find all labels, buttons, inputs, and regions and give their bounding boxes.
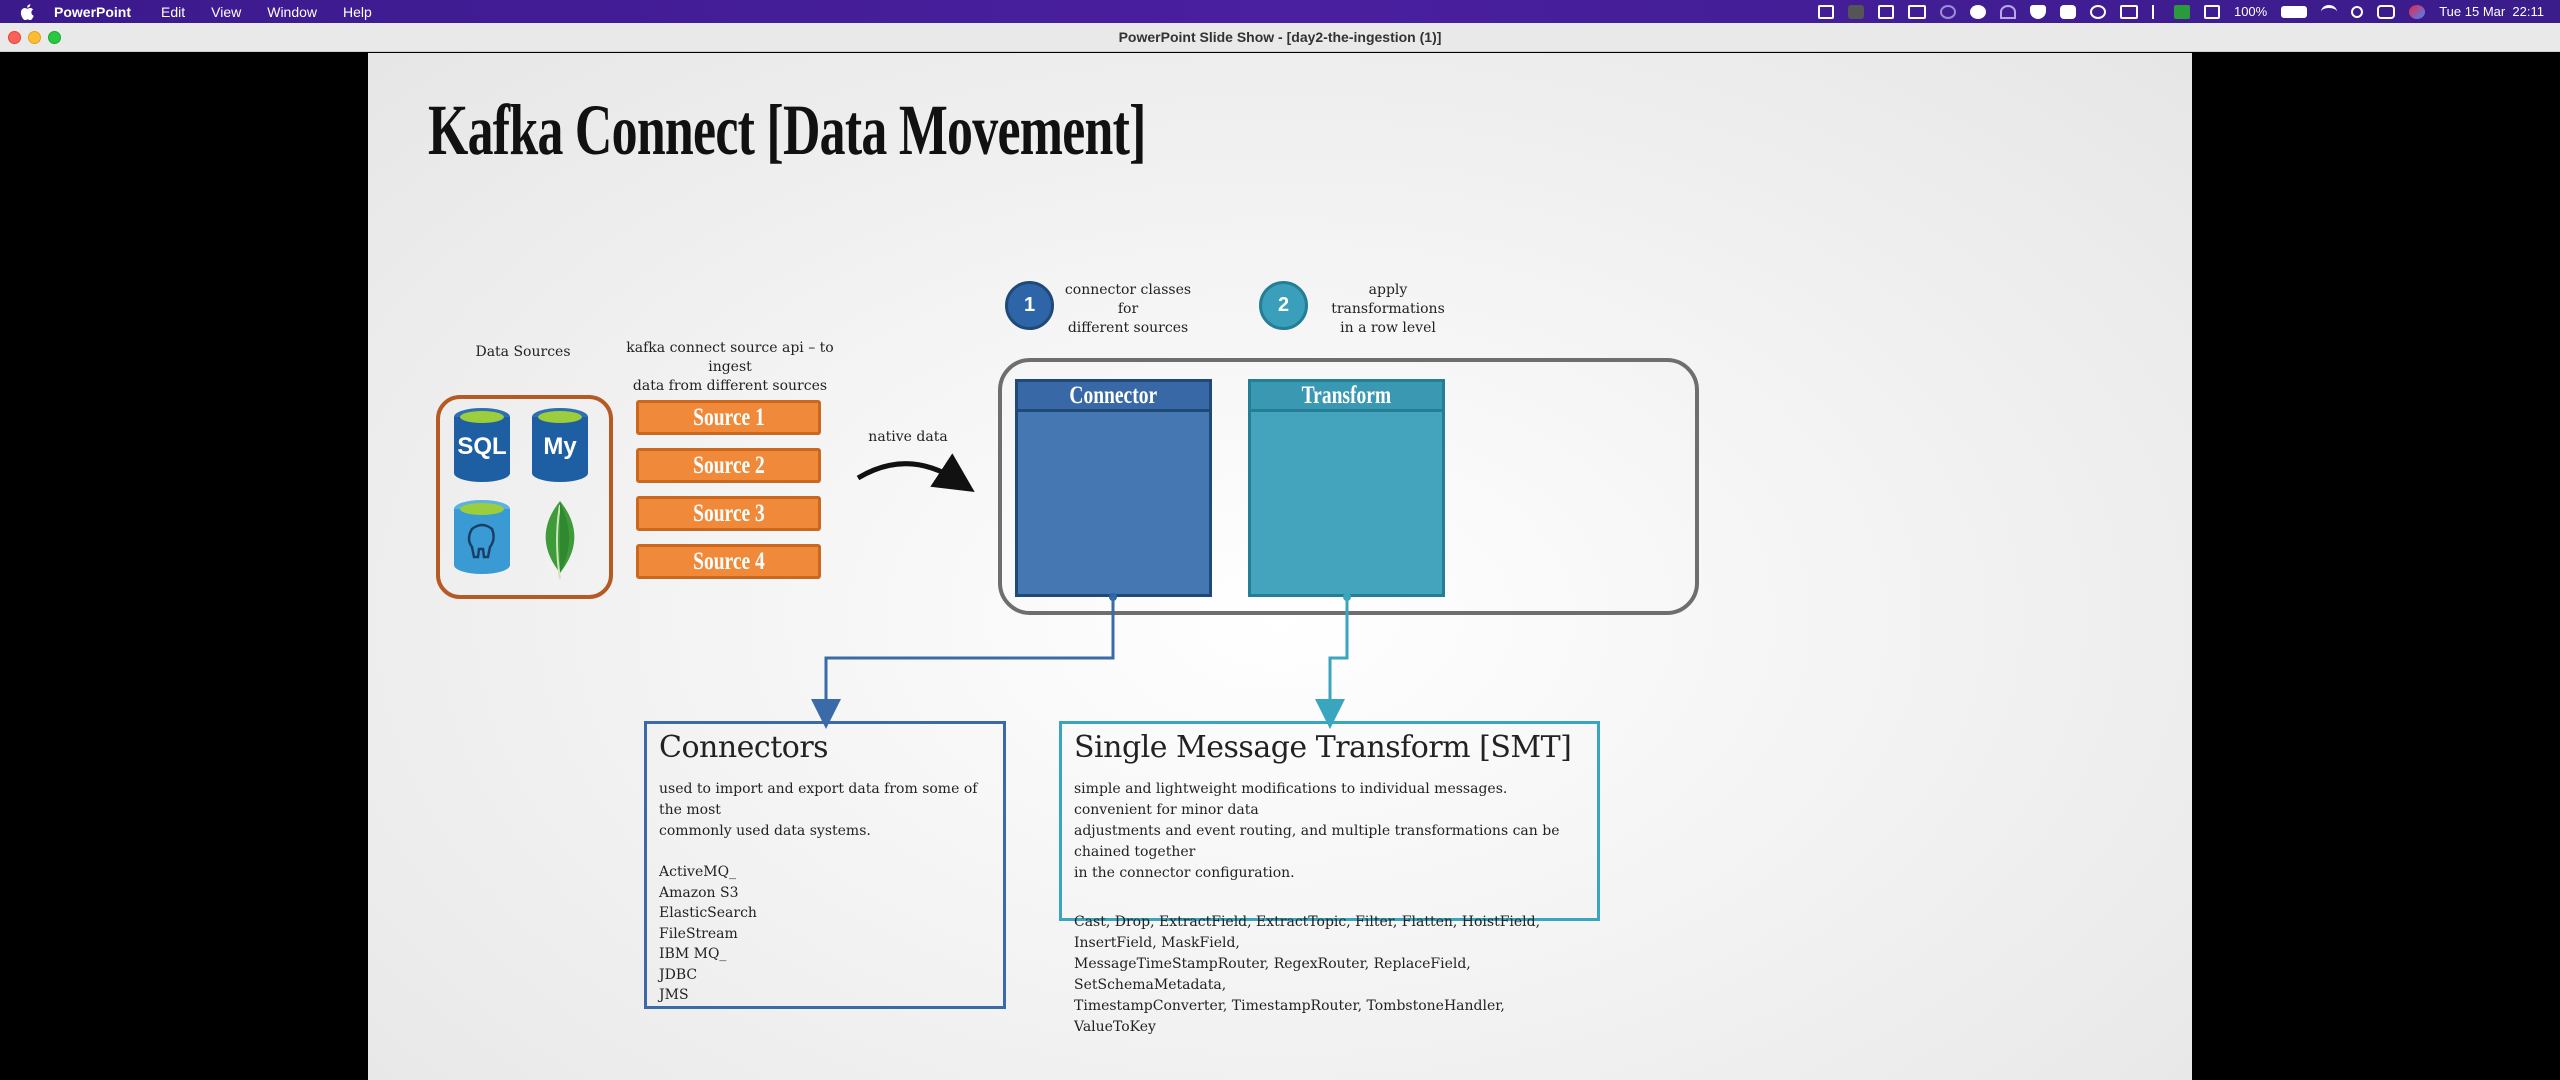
menu-bar: PowerPoint Edit View Window Help 100% Tu… [0, 0, 2560, 23]
smt-desc-line2: adjustments and event routing, and multi… [1074, 823, 1560, 860]
native-data-label: native data [868, 429, 948, 445]
play-circle-icon[interactable] [2089, 4, 2106, 19]
battery-icon[interactable] [2281, 5, 2308, 18]
source-1-button[interactable]: Source 1 [636, 400, 821, 435]
step-1-line2: different sources [1067, 320, 1189, 336]
window-titlebar: PowerPoint Slide Show - [day2-the-ingest… [0, 23, 2560, 52]
transform-header-label: Transform [1301, 381, 1392, 409]
display-icon[interactable] [1907, 4, 1926, 19]
data-sources-label: Data Sources [475, 344, 571, 360]
connector-header-label: Connector [1069, 381, 1158, 409]
transform-link-line [1315, 597, 1349, 729]
step-1-number: 1 [1023, 294, 1036, 316]
step-2-badge: 2 [1259, 281, 1308, 330]
flag-icon[interactable] [2173, 4, 2190, 19]
monitor-icon[interactable] [2119, 4, 2138, 19]
native-data-arrow [856, 453, 975, 493]
slide-title: Kafka Connect [Data Movement] [428, 90, 1146, 170]
data-sources-box: SQL My [436, 395, 613, 599]
smt-list-line3: TimestampConverter, TimestampRouter, Tom… [1074, 998, 1505, 1035]
smt-list-line1: Cast, Drop, ExtractField, ExtractTopic, … [1074, 914, 1541, 951]
headphones-icon[interactable] [1999, 4, 2016, 19]
step-1-badge: 1 [1005, 281, 1054, 330]
shield-icon[interactable] [2029, 4, 2046, 19]
window-title: PowerPoint Slide Show - [day2-the-ingest… [1118, 29, 1442, 45]
step-2-label: apply transformations in a row level [1313, 281, 1463, 338]
connector-link-line [811, 597, 1115, 729]
connectors-list: ActiveMQ_ Amazon S3 ElasticSearch FileSt… [659, 862, 991, 1006]
menu-help[interactable]: Help [343, 3, 372, 20]
smt-list-line2: MessageTimeStampRouter, RegexRouter, Rep… [1074, 956, 1471, 993]
mysql-database-icon: My [532, 407, 588, 483]
wifi-icon[interactable] [2321, 4, 2338, 19]
connector-item: JMS [659, 987, 689, 1003]
compass-icon[interactable] [1969, 4, 1986, 19]
connectors-title: Connectors [659, 730, 829, 765]
smt-info-box: Single Message Transform [SMT] simple an… [1059, 721, 1600, 1035]
menu-window[interactable]: Window [267, 3, 318, 20]
source-4-label: Source 4 [692, 547, 765, 575]
connector-item: FileStream [659, 925, 738, 942]
source-2-label: Source 2 [692, 451, 765, 479]
clock[interactable]: Tue 15 Mar 22:11 [2439, 4, 2544, 19]
step-2-line2: in a row level [1340, 320, 1436, 336]
sql-database-icon: SQL [454, 407, 510, 483]
moon-icon[interactable] [1939, 4, 1956, 19]
sql-label: SQL [457, 433, 507, 460]
connectors-desc-line2: commonly used data systems. [659, 823, 871, 839]
chat-icon[interactable] [2059, 4, 2076, 19]
bookmark-icon[interactable] [1877, 4, 1894, 19]
step-2-number: 2 [1277, 294, 1290, 316]
connectors-info-box: Connectors used to import and export dat… [644, 721, 1006, 1009]
app-status-icon[interactable] [1847, 4, 1864, 19]
source-api-label: kafka connect source api – to ingest dat… [620, 339, 840, 396]
connector-item: IBM MQ_ [659, 946, 727, 962]
siri-icon[interactable] [2409, 4, 2426, 19]
close-button[interactable] [8, 31, 21, 44]
menu-view[interactable]: View [211, 3, 242, 20]
connector-item: ActiveMQ_ [659, 864, 737, 880]
apple-icon[interactable] [18, 3, 36, 21]
connectors-desc-line1: used to import and export data from some… [659, 781, 978, 818]
zoom-button[interactable] [48, 31, 61, 44]
transform-header: Transform [1251, 382, 1442, 412]
menu-app-name[interactable]: PowerPoint [54, 3, 132, 20]
diagram-connectors [811, 453, 1351, 729]
step-1-line1: connector classes for [1064, 282, 1192, 317]
battery-percent: 100% [2233, 4, 2268, 19]
mongodb-leaf-icon [536, 499, 584, 585]
menu-edit[interactable]: Edit [161, 3, 186, 20]
mirror-icon[interactable] [2203, 4, 2220, 19]
screenshot-icon[interactable] [1817, 4, 1834, 19]
source-2-button[interactable]: Source 2 [636, 448, 821, 483]
smt-title: Single Message Transform [SMT] [1074, 730, 1572, 765]
smt-desc-line3: in the connector configuration. [1074, 865, 1295, 881]
source-1-label: Source 1 [692, 403, 765, 431]
mysql-label: My [543, 433, 577, 460]
step-2-line1: apply transformations [1331, 282, 1445, 317]
step-1-label: connector classes for different sources [1058, 281, 1198, 338]
connector-item: Amazon S3 [659, 884, 739, 901]
source-3-label: Source 3 [692, 499, 765, 527]
source-4-button[interactable]: Source 4 [636, 544, 821, 579]
smt-desc-line1: simple and lightweight modifications to … [1074, 781, 1508, 818]
connector-item: ElasticSearch [659, 905, 757, 921]
source-api-label-line1: kafka connect source api – to ingest [626, 340, 834, 375]
minimize-button[interactable] [28, 31, 41, 44]
bluetooth-icon[interactable] [2151, 4, 2160, 19]
connector-stage[interactable]: Connector [1015, 379, 1212, 597]
postgres-database-icon [454, 499, 510, 575]
connector-item: JDBC [659, 966, 698, 983]
search-icon[interactable] [2351, 5, 2364, 18]
connector-header: Connector [1018, 382, 1209, 412]
source-3-button[interactable]: Source 3 [636, 496, 821, 531]
slide-canvas[interactable]: Kafka Connect [Data Movement] Data Sourc… [368, 53, 2192, 1080]
control-center-icon[interactable] [2377, 4, 2396, 19]
source-api-label-line2: data from different sources [632, 378, 828, 394]
